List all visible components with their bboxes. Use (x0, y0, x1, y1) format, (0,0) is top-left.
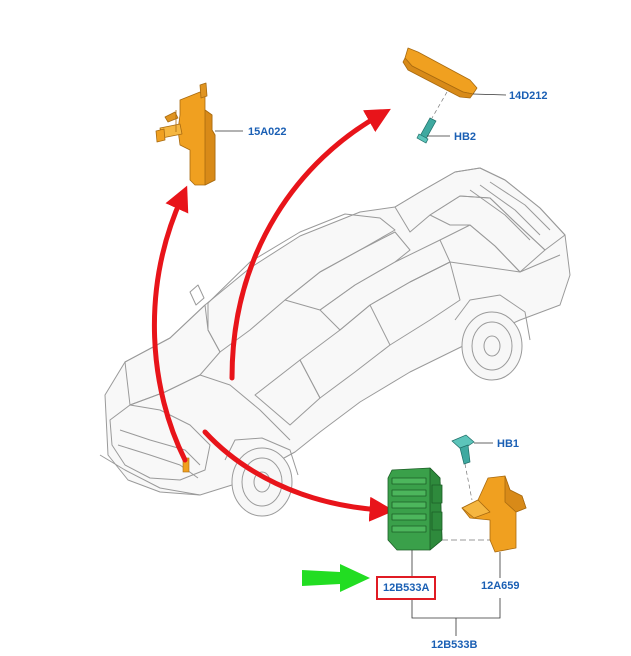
part-14d212-module-icon (402, 47, 478, 99)
arrow-to-15a022 (151, 185, 189, 463)
part-15a022-sensor-icon (155, 82, 216, 186)
label-hb2: HB2 (454, 131, 477, 143)
arrow-to-12b533a (202, 429, 395, 522)
green-arrow-icon (302, 564, 370, 592)
fastener-hb2-icon (416, 117, 437, 144)
label-14d212: 14D212 (509, 90, 548, 102)
callout-arrows (151, 108, 395, 522)
leader-hb2-centerline (431, 91, 448, 119)
part-12a659-bracket-icon (461, 475, 527, 553)
leader-14d212 (472, 93, 507, 96)
label-15a022: 15A022 (248, 126, 287, 138)
leader-hb1-centerline (464, 463, 473, 501)
fastener-hb1-icon (451, 434, 475, 465)
highlight-box-12b533a (376, 576, 436, 600)
part-12b533a-module-icon (387, 467, 443, 551)
assembly-bracket-line (411, 598, 501, 619)
label-hb1: HB1 (497, 438, 520, 450)
label-12b533a: 12B533A (383, 582, 430, 594)
label-12b533b: 12B533B (431, 639, 478, 651)
pickup-truck-icon (99, 167, 571, 517)
arrow-to-14d212 (229, 108, 391, 381)
label-12a659: 12A659 (481, 580, 520, 592)
